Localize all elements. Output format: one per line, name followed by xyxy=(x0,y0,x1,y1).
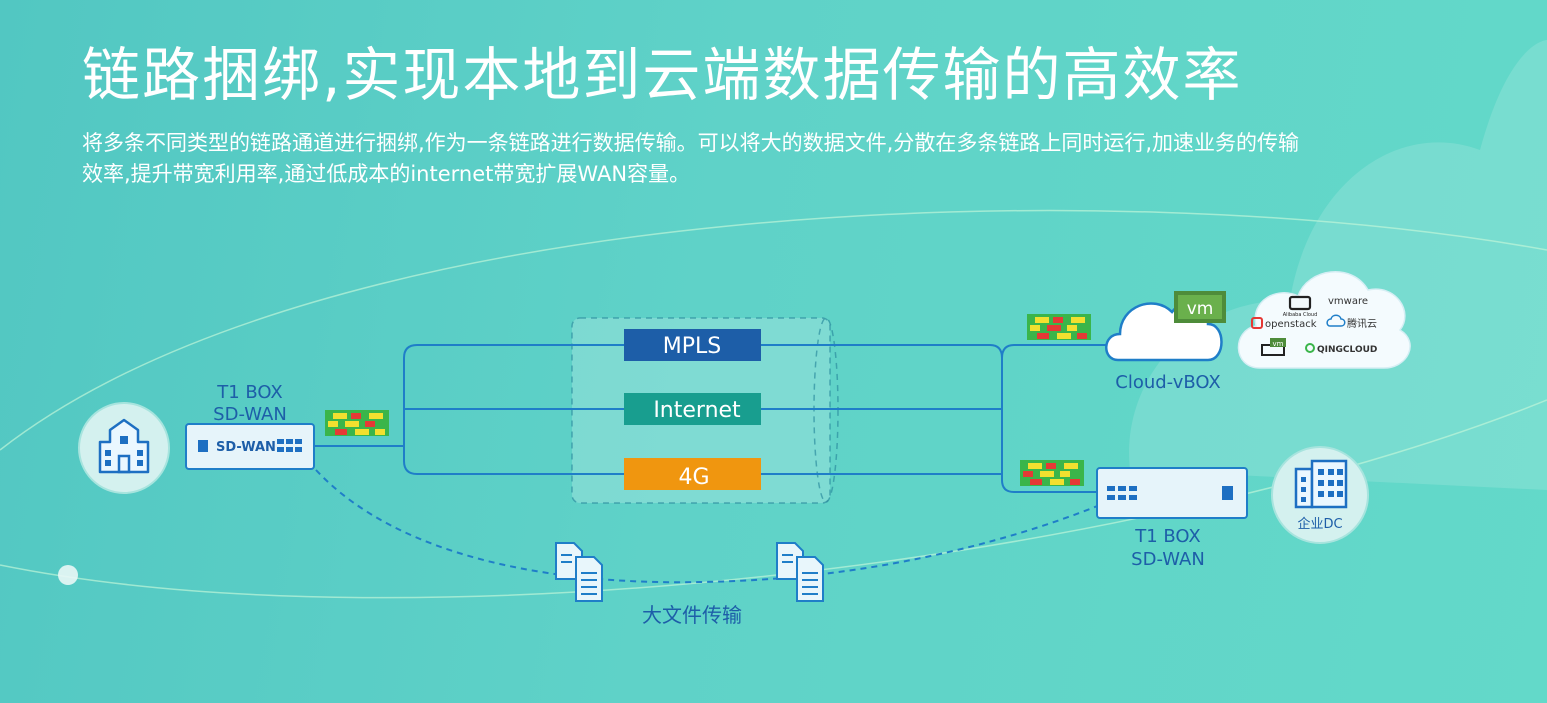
provider-qingcloud: QINGCLOUD xyxy=(1317,345,1377,355)
right-box-label-line2: SD-WAN xyxy=(1131,549,1205,570)
vm-badge-text: vm xyxy=(1187,299,1214,319)
qingcloud-logo: QINGCLOUD xyxy=(1305,343,1377,355)
packet-icon xyxy=(1027,314,1091,340)
dc-label: 企业DC xyxy=(1297,516,1342,532)
background-cloud-shape xyxy=(1129,40,1547,490)
link-4g: 4G xyxy=(624,458,761,490)
page-description: 将多条不同类型的链路通道进行捆绑,作为一条链路进行数据传输。可以将大的数据文件,… xyxy=(82,131,1300,186)
openstack-logo: openstack xyxy=(1251,317,1317,330)
link-internet: Internet xyxy=(624,393,761,425)
provider-vmware: vmware xyxy=(1328,296,1368,307)
left-box-label-line2: SD-WAN xyxy=(213,404,287,425)
office-building-icon xyxy=(1271,446,1369,544)
packet-icon xyxy=(1020,460,1084,486)
link-label-mpls: MPLS xyxy=(663,334,721,359)
left-box-label-line1: T1 BOX xyxy=(216,382,283,403)
provider-vm: vm xyxy=(1273,340,1284,348)
vm-logo: vm xyxy=(1261,338,1286,356)
document-icon xyxy=(776,542,824,602)
providers-cloud: Alibaba Cloud vmware openstack 腾讯云 vm QI… xyxy=(1237,271,1411,369)
cloud-label: Cloud-vBOX xyxy=(1115,372,1220,393)
link-line-4g xyxy=(403,446,1002,475)
link-line-to-right-box xyxy=(1001,474,1096,493)
file-transfer-path xyxy=(315,469,1101,584)
provider-openstack: openstack xyxy=(1265,319,1317,330)
provider-alibaba: Alibaba Cloud xyxy=(1283,312,1318,318)
link-mpls: MPLS xyxy=(624,329,761,361)
link-line-to-cloud xyxy=(1001,344,1112,474)
link-label-internet: Internet xyxy=(653,398,741,423)
page-title: 链路捆绑,实现本地到云端数据传输的高效率 xyxy=(82,41,1243,109)
background-arc xyxy=(0,209,1547,451)
provider-tencent: 腾讯云 xyxy=(1347,317,1377,330)
tencent-cloud-logo: 腾讯云 xyxy=(1326,314,1377,330)
vm-badge: vm xyxy=(1174,291,1226,323)
right-sdwan-device xyxy=(1096,467,1248,519)
link-label-4g: 4G xyxy=(678,465,709,490)
left-device-text: SD-WAN xyxy=(216,440,276,455)
document-icon xyxy=(555,542,603,602)
file-transfer-label: 大文件传输 xyxy=(642,603,742,627)
packet-icon xyxy=(325,410,389,436)
left-sdwan-device: SD-WAN xyxy=(185,423,315,470)
building-icon xyxy=(78,402,170,494)
right-box-label-line1: T1 BOX xyxy=(1134,526,1201,547)
alibaba-cloud-logo: Alibaba Cloud xyxy=(1283,295,1318,318)
background-dot xyxy=(58,565,78,585)
